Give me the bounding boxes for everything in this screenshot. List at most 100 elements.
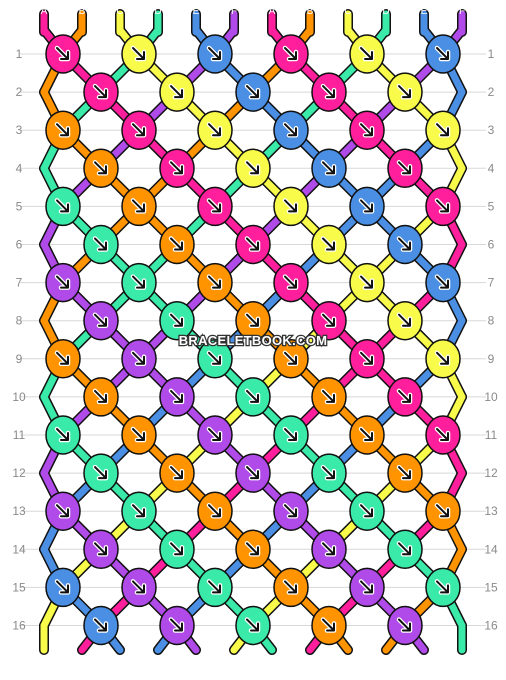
knot [197, 262, 233, 303]
knot [425, 491, 461, 531]
row-number-right: 10 [484, 390, 498, 404]
row-number-left: 5 [16, 199, 23, 213]
knot [387, 224, 423, 265]
knot [387, 148, 423, 189]
knot [235, 72, 271, 112]
strand-label-bottom: D [154, 660, 161, 671]
row-number-left: 4 [16, 161, 23, 175]
row-number-left: 14 [12, 542, 26, 556]
forward-knot-arrow-icon [246, 237, 259, 251]
forward-knot-arrow-icon [132, 351, 145, 365]
forward-knot-arrow-icon [246, 161, 259, 175]
knot [83, 224, 119, 265]
row-number-left: 13 [12, 504, 26, 518]
row-number-left: 1 [16, 47, 23, 61]
forward-knot-arrow-icon [94, 466, 107, 480]
knot [45, 491, 81, 531]
forward-knot-arrow-icon [360, 351, 373, 365]
forward-knot-arrow-icon [246, 313, 259, 327]
row-number-left: 2 [16, 85, 23, 99]
forward-knot-arrow-icon [170, 237, 183, 251]
forward-knot-arrow-icon [56, 275, 69, 289]
watermark: BRACELETBOOK.COM [179, 333, 328, 348]
knot [235, 377, 271, 417]
forward-knot-arrow-icon [132, 428, 145, 441]
forward-knot-arrow-icon [246, 389, 259, 403]
strand-label-bottom: C [116, 660, 123, 671]
strand-label-bottom: C [344, 660, 351, 671]
knot [425, 34, 461, 74]
forward-knot-arrow-icon [398, 618, 411, 632]
knot [235, 453, 271, 493]
forward-knot-arrow-icon [246, 618, 259, 632]
forward-knot-arrow-icon [398, 466, 411, 480]
knot [121, 415, 157, 455]
row-number-right: 2 [488, 85, 495, 99]
row-number-right: 5 [488, 199, 495, 213]
knot [45, 415, 81, 455]
knot [349, 186, 385, 227]
row-number-left: 12 [12, 466, 26, 480]
knot [45, 34, 81, 74]
row-number-right: 16 [484, 619, 498, 633]
row-number-left: 10 [12, 390, 26, 404]
strand-label-top: D [382, 6, 389, 17]
forward-knot-arrow-icon [170, 313, 183, 327]
knot [235, 300, 271, 341]
forward-knot-arrow-icon [94, 313, 107, 327]
knot [159, 377, 195, 417]
row-number-right: 15 [484, 580, 498, 594]
strand-label-bottom: E [421, 660, 428, 671]
knot [425, 339, 461, 379]
forward-knot-arrow-icon [208, 47, 221, 60]
strand-label-bottom: F [459, 660, 465, 671]
forward-knot-arrow-icon [436, 351, 449, 365]
knot [159, 148, 195, 189]
knot [83, 300, 119, 341]
forward-knot-arrow-icon [208, 351, 221, 365]
strand-label-bottom: A [41, 660, 48, 671]
knot [349, 34, 385, 74]
knot [83, 453, 119, 493]
strand-label-top: E [421, 6, 428, 17]
knot [387, 377, 423, 417]
knot [425, 415, 461, 455]
row-number-left: 7 [16, 276, 23, 290]
row-number-right: 4 [488, 161, 495, 175]
row-number-left: 6 [16, 238, 23, 252]
forward-knot-arrow-icon [322, 389, 335, 403]
knot [311, 377, 347, 417]
forward-knot-arrow-icon [94, 542, 107, 556]
knot [45, 110, 81, 150]
forward-knot-arrow-icon [284, 275, 297, 289]
knot [83, 605, 119, 646]
knot-grid [45, 34, 461, 646]
forward-knot-arrow-icon [132, 275, 145, 289]
forward-knot-arrow-icon [436, 47, 449, 60]
knot [235, 605, 271, 646]
knot [425, 567, 461, 608]
knot [425, 110, 461, 150]
knot [121, 186, 157, 227]
row-number-left: 9 [16, 352, 23, 366]
row-number-right: 7 [488, 276, 495, 290]
knot [159, 605, 195, 646]
forward-knot-arrow-icon [436, 123, 449, 137]
knot [311, 72, 347, 112]
forward-knot-arrow-icon [170, 161, 183, 175]
forward-knot-arrow-icon [360, 504, 373, 518]
forward-knot-arrow-icon [398, 161, 411, 175]
forward-knot-arrow-icon [360, 275, 373, 289]
knot [349, 567, 385, 608]
knot [349, 262, 385, 303]
forward-knot-arrow-icon [94, 618, 107, 632]
strand-label-bottom: A [269, 660, 276, 671]
knot [311, 224, 347, 265]
strand-label-bottom: B [307, 660, 314, 671]
forward-knot-arrow-icon [170, 542, 183, 556]
forward-knot-arrow-icon [94, 237, 107, 251]
knot [159, 529, 195, 570]
row-number-left: 16 [12, 619, 26, 633]
knot [159, 300, 195, 341]
